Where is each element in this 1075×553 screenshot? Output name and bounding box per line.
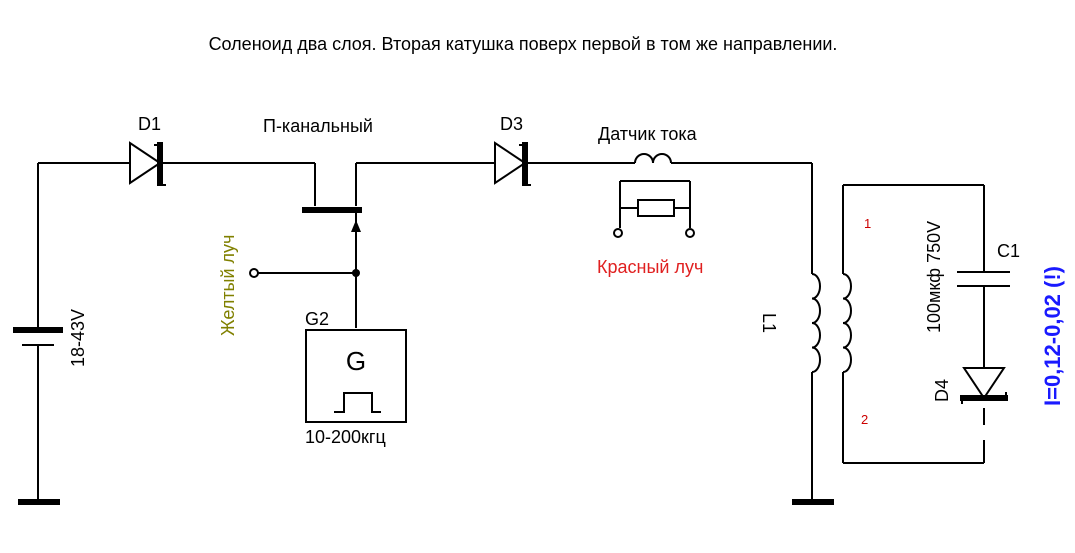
capacitor-label: C1 xyxy=(997,241,1020,261)
capacitor-value-label: 100мкф 750V xyxy=(924,221,944,333)
generator-g2 xyxy=(305,329,407,423)
diode-d4 xyxy=(960,367,1008,404)
generator-frequency-label: 10-200кгц xyxy=(305,427,386,447)
capacitor-c1 xyxy=(957,271,1010,287)
generator-letter: G xyxy=(346,346,366,376)
terminal-2-label: 2 xyxy=(861,412,868,427)
g2-label: G2 xyxy=(305,309,329,329)
diagram-title: Соленоид два слоя. Вторая катушка поверх… xyxy=(209,34,838,54)
left-rail-wires xyxy=(37,162,315,500)
diode-d1 xyxy=(129,141,166,186)
battery-symbol xyxy=(13,327,63,346)
d1-label: D1 xyxy=(138,114,161,134)
diode-d3 xyxy=(494,141,531,186)
inductor-l1 xyxy=(811,273,852,373)
current-sensor-label: Датчик тока xyxy=(598,124,698,144)
battery-voltage-label: 18-43V xyxy=(68,309,88,367)
current-note: I=0,12-0,02 (!) xyxy=(1040,266,1065,406)
mosfet-p-channel xyxy=(302,163,362,328)
current-sensor xyxy=(612,153,695,238)
mosfet-label: П-канальный xyxy=(263,116,373,136)
d3-label: D3 xyxy=(500,114,523,134)
red-probe-label: Красный луч xyxy=(597,257,703,277)
gate-node xyxy=(249,268,360,278)
terminal-1-label: 1 xyxy=(864,216,871,231)
inductor-label: L1 xyxy=(759,313,779,333)
yellow-probe-label: Желтый луч xyxy=(218,235,238,336)
d4-label: D4 xyxy=(932,379,952,402)
secondary-loop xyxy=(842,184,985,464)
top-rail-right xyxy=(356,162,813,500)
